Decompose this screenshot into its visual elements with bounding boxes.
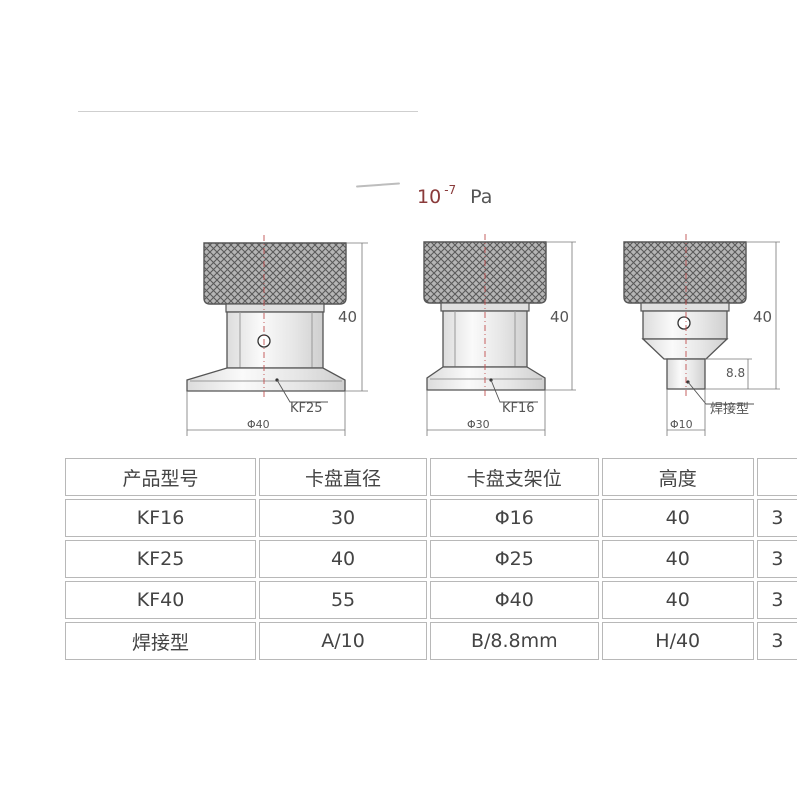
table-cell: A/10 [259, 622, 428, 660]
diameter-dimension: Φ40 [247, 418, 270, 431]
vent-hole-icon [677, 316, 691, 330]
table-header: 卡盘支架位 [430, 458, 599, 496]
table-header-row: 产品型号 卡盘直径 卡盘支架位 高度 [65, 458, 797, 496]
table-cell: B/8.8mm [430, 622, 599, 660]
height-dimension: 40 [550, 308, 569, 326]
part-welded: 40 8.8 焊接型 Φ10 [623, 234, 780, 436]
knob-collar [225, 303, 325, 313]
table-row: KF16 30 Φ16 40 3 [65, 499, 797, 537]
table-cell: 30 [259, 499, 428, 537]
table-cell: 40 [259, 540, 428, 578]
taper-cone [641, 338, 729, 360]
table-cell: KF25 [65, 540, 257, 578]
table-cell: 3 [756, 499, 797, 537]
pressure-value: 10 [417, 186, 442, 208]
table-cell: 40 [601, 581, 754, 619]
diameter-dimension: Φ30 [467, 418, 490, 431]
table-row: 焊接型 A/10 B/8.8mm H/40 3 [65, 622, 797, 660]
table-header: 卡盘直径 [259, 458, 428, 496]
pressure-unit: Pa [470, 186, 493, 208]
height-dimension: 40 [338, 308, 357, 326]
port-label: KF25 [290, 401, 323, 416]
table-cell: H/40 [601, 622, 754, 660]
table-cell: Φ40 [430, 581, 599, 619]
table-cell: Φ25 [430, 540, 599, 578]
table-cell: 3 [756, 622, 797, 660]
port-label: 焊接型 [710, 401, 749, 417]
port-label: KF16 [502, 401, 535, 416]
table-cell: 40 [601, 499, 754, 537]
table-header: 高度 [601, 458, 754, 496]
knurled-knob [203, 242, 347, 305]
table-row: KF25 40 Φ25 40 3 [65, 540, 797, 578]
knurled-knob [623, 241, 747, 304]
spec-table: 产品型号 卡盘直径 卡盘支架位 高度 KF16 30 Φ16 40 3 KF25… [62, 455, 800, 663]
pressure-label: 10-7 Pa [417, 183, 493, 208]
kf-flange [186, 367, 346, 392]
table-cell: Φ16 [430, 499, 599, 537]
table-cell: 焊接型 [65, 622, 257, 660]
diameter-dimension: Φ10 [670, 418, 693, 431]
table-cell: 3 [756, 540, 797, 578]
knurled-knob [423, 241, 547, 304]
table-row: KF40 55 Φ40 40 3 [65, 581, 797, 619]
height-dimension: 40 [753, 308, 772, 326]
pressure-exponent: -7 [444, 183, 457, 197]
table-header [756, 458, 797, 496]
table-cell: 40 [601, 540, 754, 578]
part-kf16: 40 KF16 Φ30 [423, 234, 576, 436]
tube-height-dimension: 8.8 [726, 366, 745, 380]
top-rule [78, 111, 418, 112]
knob-collar [640, 302, 730, 312]
table-cell: KF40 [65, 581, 257, 619]
table-cell: 3 [756, 581, 797, 619]
table-cell: KF16 [65, 499, 257, 537]
neck-body [226, 311, 324, 369]
part-kf25: 40 KF25 Φ40 [186, 235, 368, 436]
table-header: 产品型号 [65, 458, 257, 496]
table-cell: 55 [259, 581, 428, 619]
